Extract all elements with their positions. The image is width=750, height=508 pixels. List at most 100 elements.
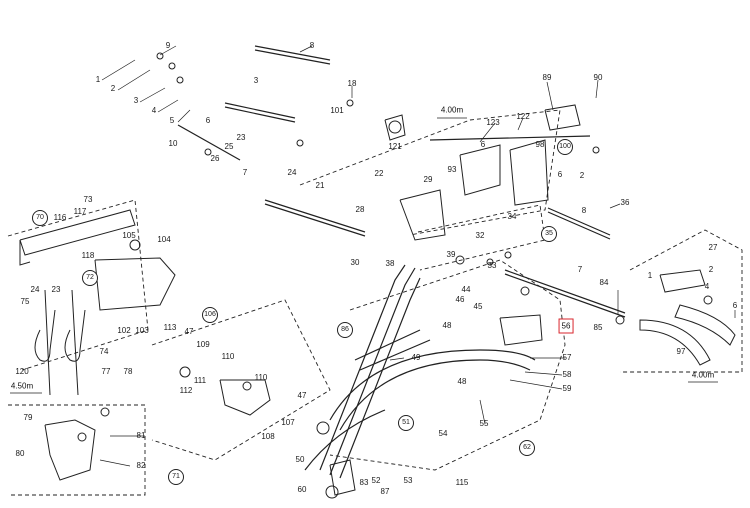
part-callout: 109 (196, 340, 210, 349)
part-callout: 46 (455, 295, 465, 304)
part-callout: 44 (461, 285, 471, 294)
part-callout: 36 (620, 198, 630, 207)
circled-assembly-callout: 70 (32, 210, 48, 226)
frame-left-lower (8, 404, 146, 496)
part-callout: 7 (577, 265, 583, 274)
part-callout: 26 (210, 154, 220, 163)
part-callout: 39 (446, 250, 456, 259)
part-callout: 32 (475, 231, 485, 240)
circled-assembly-callout: 71 (168, 469, 184, 485)
part-callout: 9 (165, 41, 171, 50)
circled-assembly-callout: 62 (519, 440, 535, 456)
part-callout: 28 (355, 205, 365, 214)
frame-left-upper (7, 199, 149, 371)
circled-assembly-callout: 35 (541, 226, 557, 242)
part-callout: 105 (122, 231, 136, 240)
part-callout: 29 (423, 175, 433, 184)
spring-loops (34, 289, 86, 396)
highlighted-part-label[interactable]: 56 (558, 318, 574, 334)
part-callout: 121 (388, 142, 402, 151)
part-callout: 93 (447, 165, 457, 174)
part-callout: 48 (442, 321, 452, 330)
part-callout: 25 (224, 142, 234, 151)
circled-assembly-callout: 72 (82, 270, 98, 286)
part-callout: 21 (315, 181, 325, 190)
part-callout: 33 (487, 261, 497, 270)
part-callout: 2 (579, 171, 585, 180)
part-callout: 3 (133, 96, 139, 105)
part-callout: 115 (455, 478, 469, 487)
part-callout: 101 (330, 106, 344, 115)
part-callout: 50 (295, 455, 305, 464)
part-callout: 22 (374, 169, 384, 178)
part-callout: 54 (438, 429, 448, 438)
part-callout: 24 (30, 285, 40, 294)
part-callout: 3 (253, 76, 259, 85)
circled-assembly-callout: 100 (557, 139, 573, 155)
part-callout: 112 (179, 386, 193, 395)
part-callout: 5 (169, 116, 175, 125)
part-callout: 77 (101, 367, 111, 376)
part-callout: 102 (117, 326, 131, 335)
part-callout: 113 (163, 323, 177, 332)
part-callout: 79 (23, 413, 33, 422)
part-callout: 80 (15, 449, 25, 458)
part-callout: 52 (371, 476, 381, 485)
part-callout: 104 (157, 235, 171, 244)
part-callout: 47 (184, 327, 194, 336)
dimension-label: 4.00m (691, 370, 715, 380)
part-callout: 110 (221, 352, 235, 361)
part-callout: 45 (473, 302, 483, 311)
part-callout: 59 (562, 384, 572, 393)
part-callout: 110 (254, 373, 268, 382)
dimension-label: 4.00m (440, 105, 464, 115)
part-callout: 30 (350, 258, 360, 267)
frame-middle-bracket (151, 299, 331, 461)
part-callout: 117 (73, 207, 87, 216)
part-callout: 98 (535, 140, 545, 149)
frame-center-assembly (329, 259, 566, 471)
part-callout: 85 (593, 323, 603, 332)
frame-right (620, 229, 743, 373)
part-callout: 6 (205, 116, 211, 125)
circled-assembly-callout: 106 (202, 307, 218, 323)
part-callout: 58 (562, 370, 572, 379)
part-callout: 74 (99, 347, 109, 356)
part-callout: 27 (708, 243, 718, 252)
part-callout: 6 (557, 170, 563, 179)
dimension-label: 4.50m (10, 381, 34, 391)
part-callout: 23 (51, 285, 61, 294)
part-callout: 120 (15, 367, 29, 376)
part-callout: 111 (193, 376, 207, 385)
part-callout: 82 (136, 461, 146, 470)
part-callout: 47 (297, 391, 307, 400)
frame-upper-center (299, 109, 561, 236)
part-callout: 2 (708, 265, 714, 274)
part-callout: 34 (507, 212, 517, 221)
part-callout: 78 (123, 367, 133, 376)
part-callout: 53 (403, 476, 413, 485)
part-callout: 73 (83, 195, 93, 204)
part-callout: 1 (647, 271, 653, 280)
part-callout: 18 (347, 79, 357, 88)
part-callout: 57 (562, 353, 572, 362)
circled-assembly-callout: 86 (337, 322, 353, 338)
part-callout: 103 (135, 326, 149, 335)
part-callout: 6 (732, 301, 738, 310)
part-callout: 122 (516, 112, 530, 121)
part-callout: 116 (53, 213, 67, 222)
part-callout: 108 (261, 432, 275, 441)
part-callout: 107 (281, 418, 295, 427)
part-callout: 4 (704, 282, 710, 291)
circled-assembly-callout: 51 (398, 415, 414, 431)
part-callout: 87 (380, 487, 390, 496)
part-callout: 81 (136, 431, 146, 440)
frame-plate-35 (417, 204, 546, 271)
part-callout: 2 (110, 84, 116, 93)
brackets (19, 104, 736, 496)
part-callout: 84 (599, 278, 609, 287)
part-callout: 90 (593, 73, 603, 82)
part-callout: 7 (242, 168, 248, 177)
